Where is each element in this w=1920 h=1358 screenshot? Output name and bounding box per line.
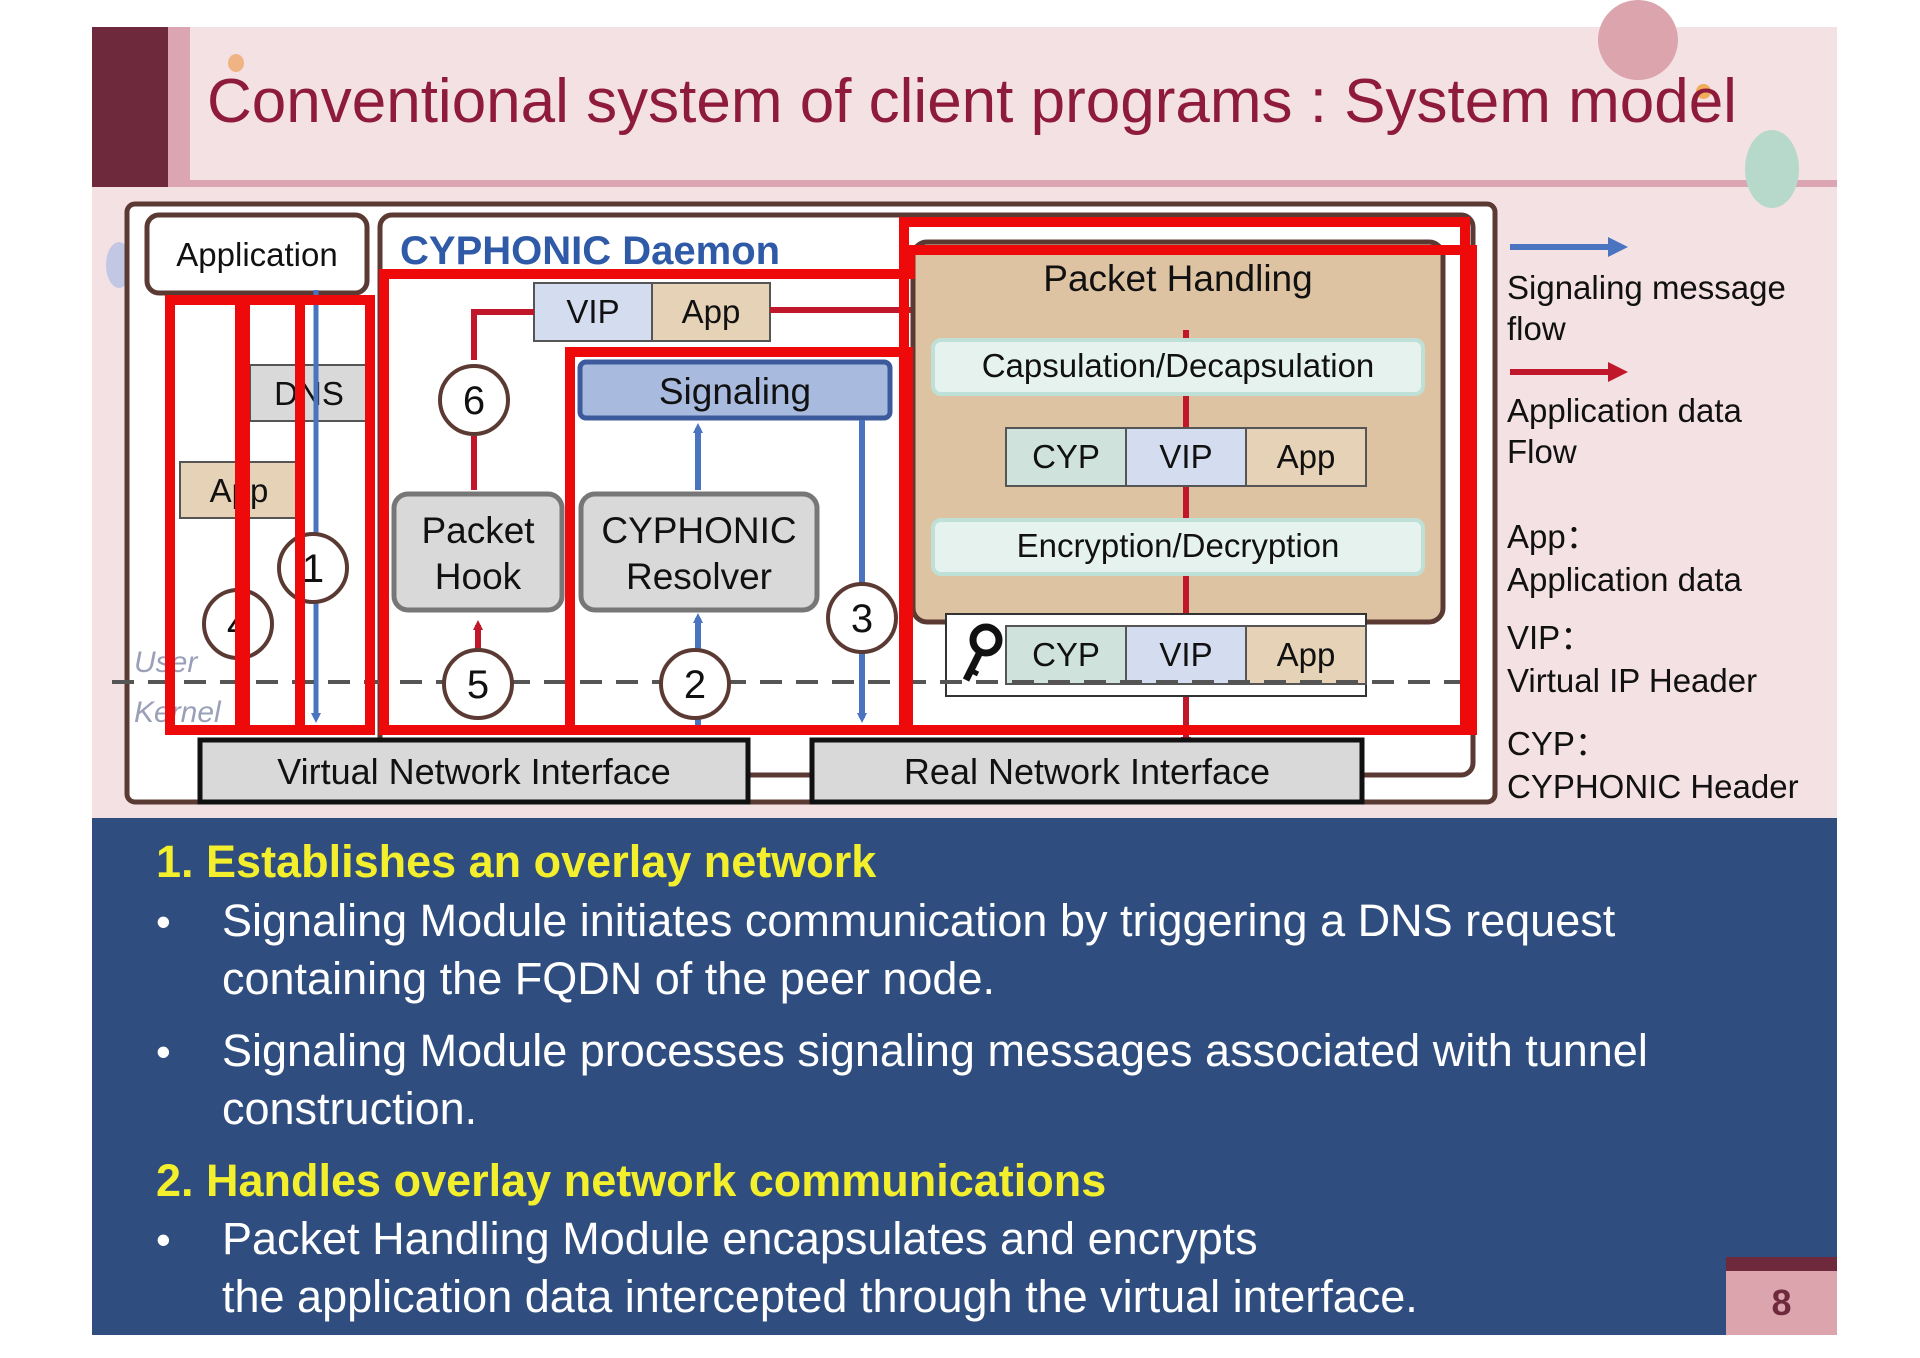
cyp-field (1005, 427, 1127, 487)
legend-appflow-line1: Application data (1507, 392, 1742, 429)
legend-vip-def: Virtual IP Header (1507, 662, 1758, 699)
decor-circle-teal (1745, 130, 1799, 208)
packet-hook-box (391, 491, 565, 613)
svg-text:2: 2 (684, 663, 706, 707)
packet-hook-label-line2: Hook (435, 556, 522, 597)
section-2-heading: 2. Handles overlay network communication… (156, 1155, 1107, 1206)
explanation-panel (92, 818, 1837, 1335)
dns-box (249, 364, 369, 422)
legend-cyp-term: CYP： (1507, 725, 1608, 762)
real-nic-box (809, 737, 1365, 805)
page-number: 8 (1771, 1282, 1792, 1323)
bullet-1-line2: containing the FQDN of the peer node. (222, 953, 995, 1004)
title-accent-light (168, 27, 190, 187)
bullet-2-line1: Signaling Module processes signaling mes… (222, 1025, 1648, 1076)
app-field-label: App (682, 293, 741, 330)
step-6-circle: 6 (438, 364, 510, 436)
svg-text:6: 6 (463, 379, 485, 423)
signaling-legend-arrowhead (1608, 237, 1628, 257)
section-1-heading: 1. Establishes an overlay network (156, 836, 877, 887)
highlight-packet-handling (899, 217, 1470, 735)
bullet-marker: • (156, 1028, 171, 1075)
title-underline (190, 180, 1837, 187)
highlight-packet-hook (379, 245, 1477, 735)
key-icon (962, 623, 1003, 682)
packet-handling-label: Packet Handling (1043, 258, 1312, 299)
decor-circle-pink (1598, 0, 1678, 80)
page-tab (1726, 1271, 1837, 1335)
app-data-legend-arrowhead (1608, 362, 1628, 382)
capsulation-label: Capsulation/Decapsulation (982, 347, 1375, 384)
step-3-circle: 3 (826, 582, 898, 654)
legend-app-def: Application data (1507, 561, 1742, 598)
legend-cyp-def: CYPHONIC Header (1507, 768, 1799, 805)
step-5-circle: 5 (442, 648, 514, 720)
application-box (144, 212, 370, 296)
signaling-label: Signaling (659, 371, 811, 412)
bullet-1-line1: Signaling Module initiates communication… (222, 895, 1616, 946)
app-field (1245, 625, 1367, 685)
encryption-box (931, 518, 1425, 576)
signaling-box (577, 359, 893, 421)
daemon-label: CYPHONIC Daemon (400, 229, 780, 273)
decor-dot-orange (228, 54, 244, 72)
virtual-nic-label: Virtual Network Interface (277, 751, 671, 792)
resolver-label-line1: CYPHONIC (601, 510, 796, 551)
resolver-label-line2: Resolver (626, 556, 772, 597)
vip-field-label: VIP (566, 293, 619, 330)
svg-text:3: 3 (851, 597, 873, 641)
application-label: Application (176, 236, 337, 273)
legend-app-term: App： (1507, 518, 1599, 555)
svg-text:5: 5 (467, 663, 489, 707)
virtual-nic-box (197, 737, 751, 805)
app-data-flow-line (471, 309, 534, 360)
legend-vip-term: VIP： (1507, 619, 1594, 656)
app-field (651, 282, 771, 342)
resolver-box (578, 491, 820, 613)
bullet-marker: • (156, 898, 171, 945)
legend-appflow-line2: Flow (1507, 433, 1577, 470)
highlight-left-3 (295, 295, 375, 735)
app-field-label: App (1277, 636, 1336, 673)
packet-hook-label-line1: Packet (421, 510, 535, 551)
bullet-marker: • (156, 1216, 171, 1263)
bullet-2-line2: construction. (222, 1083, 478, 1134)
legend-signaling-line1: Signaling message (1507, 269, 1786, 306)
vip-field (1125, 625, 1247, 685)
encryption-label: Encryption/Decryption (1017, 527, 1340, 564)
step-2-circle: 2 (659, 648, 731, 720)
system-model-diagram: Application CYPHONIC Daemon DNS App VIP … (112, 201, 1498, 805)
page-tab-accent (1726, 1257, 1837, 1271)
dns-label: DNS (274, 375, 344, 412)
kernel-label: Kernel (134, 696, 222, 729)
cyp-field-label: CYP (1032, 636, 1100, 673)
vip-field-label: VIP (1159, 438, 1212, 475)
bullet-3-line2: the application data intercepted through… (222, 1271, 1418, 1322)
app-field-label: App (1277, 438, 1336, 475)
svg-text:1: 1 (302, 547, 324, 591)
cyp-field-label: CYP (1032, 438, 1100, 475)
vip-field (1125, 427, 1247, 487)
app-field (1245, 427, 1367, 487)
legend-signaling-line2: flow (1507, 310, 1566, 347)
highlight-overlays (165, 217, 1477, 735)
legend-arrows (1510, 237, 1628, 382)
capsulation-box (931, 338, 1425, 396)
vip-field-label: VIP (1159, 636, 1212, 673)
page-title: Conventional system of client programs :… (207, 67, 1737, 136)
title-accent-dark (92, 27, 168, 187)
decor-dot-orange (1696, 84, 1711, 99)
bullet-3-line1: Packet Handling Module encapsulates and … (222, 1213, 1258, 1264)
real-nic-label: Real Network Interface (904, 751, 1270, 792)
